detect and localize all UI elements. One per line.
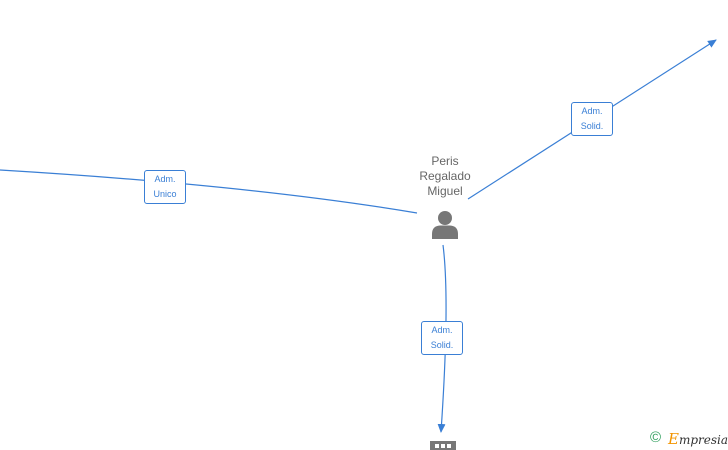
person-name-line: Peris: [431, 154, 459, 168]
edge-unico: [0, 169, 418, 214]
edge-label-adm-unico[interactable]: Adm. Unico: [144, 170, 186, 204]
edge-label-adm-solid-bottom[interactable]: Adm. Solid.: [421, 321, 463, 355]
edge-solid-bottom: [437, 244, 447, 433]
edge-label-line: Solid.: [580, 121, 604, 131]
edge-label-line: Adm.: [431, 325, 453, 335]
person-name-line: Miguel: [427, 184, 463, 198]
edge-label-adm-solid-top[interactable]: Adm. Solid.: [571, 102, 613, 136]
copyright-symbol: ©: [650, 429, 662, 446]
edge-label-line: Adm.: [154, 174, 176, 184]
building-icon[interactable]: [430, 441, 456, 450]
person-icon[interactable]: [430, 210, 460, 239]
brand-rest: mpresia: [678, 433, 728, 447]
edge-label-line: Adm.: [581, 106, 603, 116]
edge-label-line: Unico: [153, 189, 177, 199]
person-name-line: Regalado: [419, 169, 471, 183]
person-name[interactable]: Peris Regalado Miguel: [400, 154, 490, 199]
empresia-logo: Empresia: [668, 430, 728, 448]
brand-first-letter: E: [668, 430, 679, 448]
edge-label-line: Solid.: [430, 340, 454, 350]
